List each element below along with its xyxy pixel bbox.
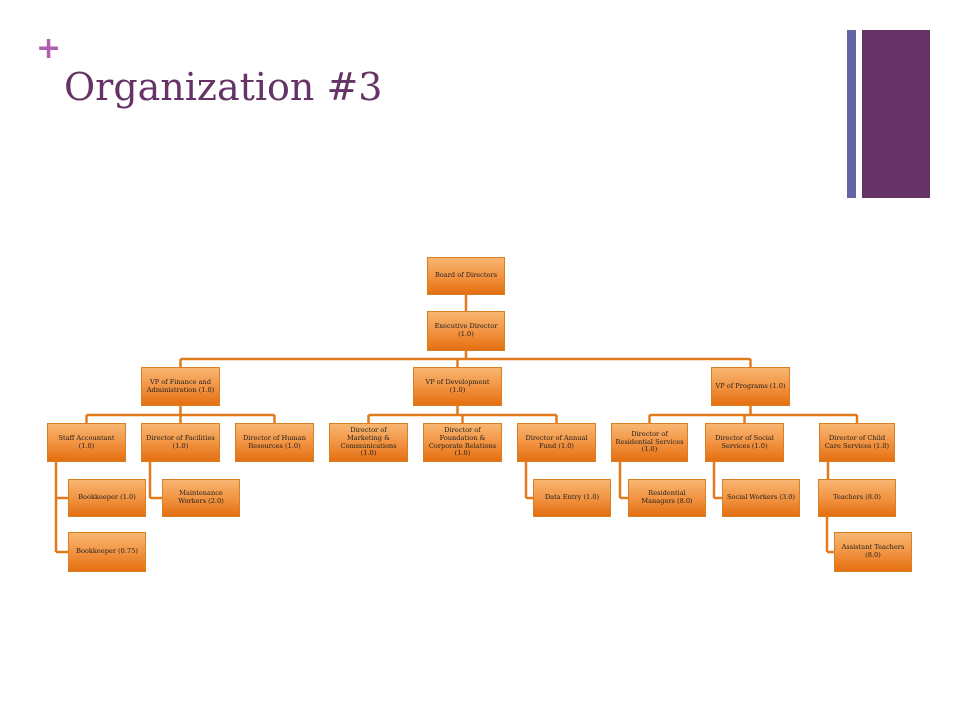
org-node-label: Staff Accountant (1.0) [58,433,115,450]
org-node-resmgr: Residential Managers (8.0) [628,479,706,517]
org-node-dirannual: Director of Annual Fund (1.0) [517,423,596,462]
org-node-bk2: Bookkeeper (0.75) [68,532,146,572]
org-node-label: Bookkeeper (1.0) [78,493,136,502]
org-node-dirmkt: Director of Marketing & Communications (… [329,423,408,462]
org-node-label: Teachers (8.0) [833,493,881,502]
org-node-label: Assistant Teachers (8.0) [841,543,905,559]
plus-icon: + [36,31,62,66]
org-node-label: Executive Director (1.0) [434,322,498,338]
org-node-label: Director of Foundation & Corporate Relat… [428,426,497,458]
org-node-dirfound: Director of Foundation & Corporate Relat… [423,423,502,462]
org-node-board: Board of Directors [427,257,505,295]
org-node-asstteach: Assistant Teachers (8.0) [834,532,912,572]
org-node-label: Residential Managers (8.0) [641,489,693,505]
org-node-label: VP of Finance and Administration (1.0) [146,377,215,394]
org-node-dirfac: Director of Facilities (1.0) [141,423,220,462]
org-node-bk1: Bookkeeper (1.0) [68,479,146,517]
org-node-label: Director of Residential Services (1.0) [615,430,684,454]
org-node-label: Director of Social Services (1.0) [715,433,774,450]
org-node-dirres: Director of Residential Services (1.0) [611,423,688,462]
org-node-label: Director of Marketing & Communications (… [340,426,397,458]
org-node-dirsoc: Director of Social Services (1.0) [705,423,784,462]
org-node-label: Social Workers (3.0) [726,493,796,502]
org-node-label: VP of Programs (1.0) [715,381,786,390]
org-node-maint: Maintenance Workers (2.0) [162,479,240,517]
org-node-label: Data Entry (1.0) [544,493,600,502]
org-node-label: Bookkeeper (0.75) [76,547,138,556]
org-node-vpfa: VP of Finance and Administration (1.0) [141,367,220,406]
org-node-vpdev: VP of Development (1.0) [413,367,502,406]
org-node-teachers: Teachers (8.0) [818,479,896,517]
org-node-vpprog: VP of Programs (1.0) [711,367,790,406]
org-node-label: Director of Facilities (1.0) [146,433,215,450]
org-node-label: Director of Child Care Services (1.0) [824,433,890,450]
org-node-label: VP of Development (1.0) [425,377,490,394]
slide-title: Organization #3 [64,65,383,109]
org-node-ed: Executive Director (1.0) [427,311,505,351]
org-node-dirchild: Director of Child Care Services (1.0) [819,423,895,462]
org-node-label: Board of Directors [434,271,498,280]
org-node-socwork: Social Workers (3.0) [722,479,800,517]
accent-bar-thin [847,30,856,198]
org-node-label: Director of Human Resources (1.0) [243,433,306,450]
org-node-dirhr: Director of Human Resources (1.0) [235,423,314,462]
org-node-label: Director of Annual Fund (1.0) [525,433,588,450]
org-node-dataentry: Data Entry (1.0) [533,479,611,517]
org-node-label: Maintenance Workers (2.0) [178,489,224,505]
accent-bar-thick [862,30,930,198]
org-node-staffacct: Staff Accountant (1.0) [47,423,126,462]
